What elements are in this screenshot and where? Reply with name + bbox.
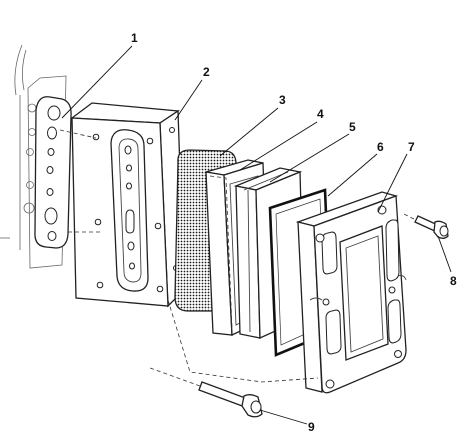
part-1-gasket-plate — [34, 96, 72, 249]
callout-6: 6 — [377, 140, 384, 154]
callout-8: 8 — [450, 274, 457, 288]
part-2-manifold-block — [70, 102, 185, 308]
callout-3: 3 — [279, 93, 286, 107]
callout-4: 4 — [317, 107, 324, 121]
part-8-bolt-small — [401, 212, 449, 239]
leader-lines — [61, 45, 452, 425]
callout-1: 1 — [131, 31, 138, 45]
part-9-bolt-long — [149, 367, 263, 418]
part-7-end-cover — [295, 191, 407, 394]
callout-5: 5 — [349, 120, 356, 134]
callout-labels: 1 2 3 4 5 6 7 8 9 — [131, 31, 457, 434]
callout-7: 7 — [408, 140, 415, 154]
assembly-axis-lines — [59, 129, 319, 383]
callout-9: 9 — [308, 420, 315, 434]
callout-2: 2 — [203, 65, 210, 79]
